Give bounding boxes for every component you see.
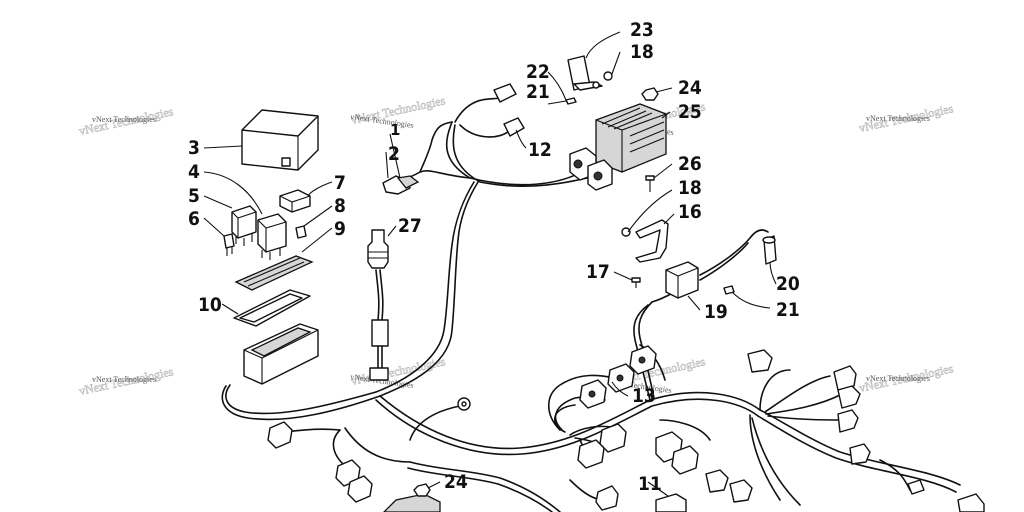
connector-cluster-right [705,349,985,512]
washer-18-upper [603,71,613,81]
connector-near-11 [655,431,699,475]
fuse-8 [295,225,307,239]
fuse-panel-board [234,255,314,291]
callout-labels: 3 4 5 6 7 8 9 10 1 2 12 27 23 18 22 21 2… [188,19,800,495]
connector-cluster-13 [577,345,657,469]
watermark-right-top: vNext Technologies vNext Technologies [857,101,955,135]
callout-4: 4 [188,161,200,183]
connector-left-stub [267,421,293,449]
callout-13: 13 [632,385,656,407]
watermark-right-bottom: vNext Technologies vNext Technologies [857,361,955,395]
ring-terminal [457,397,471,411]
main-harness-wires [221,97,961,512]
callout-8: 8 [334,195,346,217]
leader-lines [203,31,777,497]
callout-1: 1 [390,121,400,139]
callout-18-upper: 18 [630,41,654,63]
callout-22: 22 [526,61,550,83]
callout-11: 11 [638,473,662,495]
callout-18-lower: 18 [678,177,702,199]
callout-27: 27 [398,215,422,237]
screw-17 [631,277,641,288]
callout-24-upper: 24 [678,77,702,99]
callout-12: 12 [528,139,552,161]
relay-7 [279,189,311,213]
voltage-regulator-25 [569,103,667,191]
oxygen-sensor-27 [367,229,389,381]
connector-12 [503,117,525,137]
bracket-23 [567,55,603,91]
fuse-box-cover [241,109,319,171]
fuse-6 [223,233,235,256]
connector-2 [382,175,420,195]
callout-16: 16 [678,201,702,223]
watermark-text: vNext Technologies [92,375,156,384]
callout-24-lower-visible: 24 [444,471,468,493]
watermark-left-bottom: vNext Technologies vNext Technologies [77,364,175,398]
callout-2: 2 [388,143,400,165]
connector-top [493,83,517,103]
callout-21-lower: 21 [776,299,800,321]
callout-20: 20 [776,273,800,295]
nut-24-lower [413,483,431,497]
callout-10: 10 [198,294,222,316]
bolt-21-upper [547,97,577,105]
bolt-21-lower [723,285,735,295]
callout-19: 19 [704,301,728,323]
callout-23: 23 [630,19,654,41]
callout-9: 9 [334,218,346,240]
watermark-left-top: vNext Technologies vNext Technologies [77,104,175,138]
watermark-center-bottom: vNext Technologies vNext Technologies [349,354,447,390]
connector-bottom-middle [595,485,619,511]
watermark-text: vNext Technologies [866,114,930,123]
callout-21-upper: 21 [526,81,550,103]
callout-26-visible: 26 [678,153,702,175]
connector-bottom-left [335,459,373,503]
callout-25: 25 [678,101,702,123]
plug-20 [762,235,777,265]
watermark-text: vNext Technologies [866,374,930,383]
watermark-text: vNext Technologies [92,115,156,124]
callout-5: 5 [188,185,200,207]
component-19 [665,261,699,299]
bracket-16 [621,219,669,263]
relay-4 [257,213,287,260]
callout-7: 7 [334,172,346,194]
fuse-box-gasket [233,289,311,327]
ecu-bottom [383,493,441,512]
relay-5 [231,205,257,246]
bolt-26 [645,175,655,192]
callout-6: 6 [188,208,200,230]
nut-24-upper [641,87,659,101]
callout-3: 3 [188,137,200,159]
callout-17: 17 [586,261,610,283]
fuse-box-base [243,323,319,385]
component-11 [655,493,687,512]
